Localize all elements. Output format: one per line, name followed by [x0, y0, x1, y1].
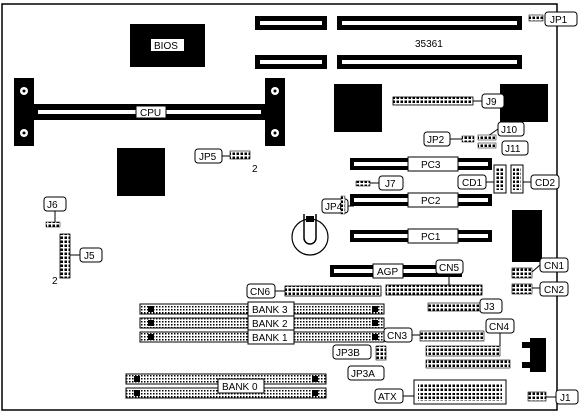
bios-label: BIOS: [154, 41, 178, 52]
cn4-label: CN4: [489, 322, 509, 333]
bank0-label: BANK 0: [222, 382, 258, 393]
cpu-label: CPU: [140, 108, 161, 119]
agp-label: AGP: [377, 267, 398, 278]
j5-label: J5: [84, 251, 95, 262]
jp5-jumper: JP5 2: [194, 148, 258, 175]
j10-group: J10 JP2 J11: [423, 121, 529, 156]
bios-chip: BIOS: [130, 24, 205, 67]
bank2-label: BANK 2: [252, 319, 288, 330]
bank3-label: BANK 3: [252, 305, 288, 316]
top-slots: 35361: [255, 16, 522, 69]
jp4-jumper: JP4: [321, 195, 354, 215]
jp1-jumper: JP1: [528, 11, 578, 27]
agp-slot: AGP: [330, 263, 462, 279]
cpu-slot: CPU: [14, 78, 285, 146]
j9-label: J9: [486, 97, 497, 108]
j1-label: J1: [560, 393, 571, 404]
pc3-label: PC3: [421, 160, 441, 171]
jp3-jumpers: JP3B JP3A: [332, 344, 387, 381]
battery: [291, 214, 329, 256]
bank1-label: BANK 1: [252, 333, 288, 344]
j5-pin2-label: 2: [52, 276, 58, 287]
j11-label: J11: [505, 144, 521, 155]
serial-port: [522, 338, 546, 372]
cn6-label: CN6: [250, 287, 270, 298]
j1-header: J1: [527, 389, 579, 405]
chip-upper-right: [500, 84, 548, 122]
chip-id-label: 35361: [415, 39, 443, 50]
cn1-cn2-connectors: CN1 CN2: [511, 257, 569, 297]
cd2-label: CD2: [535, 178, 555, 189]
j3-header: J3: [427, 298, 503, 314]
northbridge-chip: [117, 148, 165, 196]
j3-label: J3: [484, 302, 495, 313]
jp3a-label: JP3A: [351, 369, 375, 380]
pc1-label: PC1: [421, 232, 441, 243]
j6-header: J6: [43, 196, 67, 228]
j5-header: J5 2: [52, 233, 103, 287]
j9-header: J9: [392, 93, 505, 109]
cn3-connector: CN3: [383, 327, 485, 343]
jp4-label: JP4: [325, 202, 343, 213]
jp2-label: JP2: [427, 135, 445, 146]
jp5-label: JP5: [199, 152, 217, 163]
j7-label: J7: [385, 179, 396, 190]
cd-connectors: CD1 CD2: [457, 164, 560, 194]
chip-upper-left: [334, 84, 382, 132]
cn3-label: CN3: [387, 331, 407, 342]
j10-label: J10: [501, 125, 518, 136]
j6-label: J6: [47, 200, 58, 211]
pc-slots: PC3 PC2 PC1: [350, 156, 492, 244]
atx-label: ATX: [378, 392, 397, 403]
jp3b-label: JP3B: [336, 348, 360, 359]
jp5-pin2-label: 2: [252, 164, 258, 175]
j7-header: J7: [355, 175, 404, 191]
cn6-connector: CN6: [246, 283, 382, 299]
chip-right: [512, 210, 542, 262]
atx-connector: ATX: [374, 379, 507, 405]
bank0-slot: BANK 0: [125, 373, 327, 399]
cn1-label: CN1: [544, 261, 564, 272]
cn5-label: CN5: [439, 263, 459, 274]
cd1-label: CD1: [462, 178, 482, 189]
ram-banks: BANK 3 BANK 2 BANK 1: [139, 301, 385, 345]
cn2-label: CN2: [544, 285, 564, 296]
cn5-connector: CN5: [385, 259, 483, 296]
pc2-label: PC2: [421, 196, 441, 207]
jp1-label: JP1: [550, 15, 568, 26]
cn4-connector: CN4: [425, 318, 515, 369]
